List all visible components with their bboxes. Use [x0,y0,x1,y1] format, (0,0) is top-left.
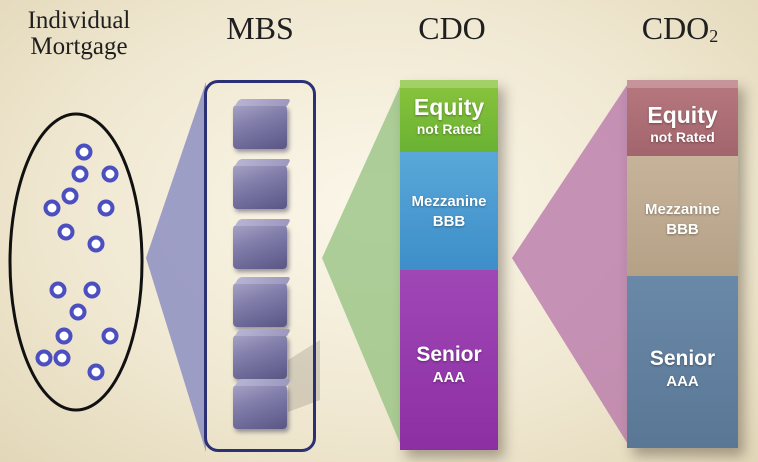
mortgage-dot [43,199,61,217]
mbs-tranche-cube [233,105,287,149]
mortgage-dots [35,143,119,381]
cdo2-tower: Equity not Rated Mezzanine BBB Senior AA… [627,80,738,448]
mbs-tranche-cube [233,225,287,269]
cdo-equity-tranche: Equity not Rated [400,80,498,152]
cdo2-equity-label: Equity [647,102,718,128]
individual-mortgage-heading: Individual Mortgage [6,8,152,60]
cdo2-heading-main: CDO [641,10,710,46]
cdo2-equity-tranche: Equity not Rated [627,80,738,156]
mortgage-dot [101,327,119,345]
cdo-senior-tranche: Senior AAA [400,270,498,450]
mbs-tranche-cube [233,283,287,327]
funnel-mbs-to-cdo [322,82,402,448]
cdo-mezzanine-rating: BBB [432,213,466,230]
mbs-heading: MBS [226,10,294,46]
cdo2-mezzanine-rating: BBB [666,221,699,238]
mbs-cube-shadow [288,340,320,412]
cdo-tower: Equity not Rated Mezzanine BBB Senior AA… [400,80,498,450]
mortgage-dot [49,281,67,299]
mortgage-dot [87,235,105,253]
mortgage-pool-ellipse [8,112,144,412]
mortgage-dot [75,143,93,161]
mbs-container [204,80,316,452]
mortgage-dot [97,199,115,217]
mbs-tranche-cube [233,385,287,429]
individual-heading-line2: Mortgage [30,33,128,60]
cdo-senior-rating: AAA [432,369,466,386]
individual-heading-line1: Individual [27,7,131,34]
mortgage-dot [71,165,89,183]
mortgage-dot [87,363,105,381]
mortgage-dot [53,349,71,367]
cdo2-senior-tranche: Senior AAA [627,276,738,448]
mbs-tranche-cube [233,335,287,379]
cdo-equity-rating: not Rated [416,121,482,137]
mortgage-dot [55,327,73,345]
cdo2-heading: CDO2 [610,12,750,45]
cdo2-mezzanine-tranche: Mezzanine BBB [627,156,738,276]
cdo2-equity-rating: not Rated [650,129,715,145]
mortgage-dot [101,165,119,183]
cdo-heading: CDO [418,10,486,46]
cdo-mezzanine-tranche: Mezzanine BBB [400,152,498,270]
mortgage-dot [57,223,75,241]
mortgage-dot [83,281,101,299]
mortgage-dot [61,187,79,205]
cdo-equity-label: Equity [413,94,485,120]
cdo-senior-label: Senior [416,343,482,366]
mbs-tranche-cube [233,165,287,209]
cdo2-senior-rating: AAA [666,373,699,390]
cdo2-tower-top [627,80,738,88]
mortgage-dot [35,349,53,367]
funnel-mortgage-to-mbs [146,82,206,452]
cdo2-senior-label: Senior [649,347,716,370]
cdo2-heading-subscript: 2 [709,26,719,46]
funnel-cdo-to-cdo2 [512,82,629,446]
cdo2-mezzanine-label: Mezzanine [644,201,720,218]
mortgage-dot [69,303,87,321]
cdo-mezzanine-label: Mezzanine [411,193,487,210]
cdo-tower-top [400,80,498,88]
